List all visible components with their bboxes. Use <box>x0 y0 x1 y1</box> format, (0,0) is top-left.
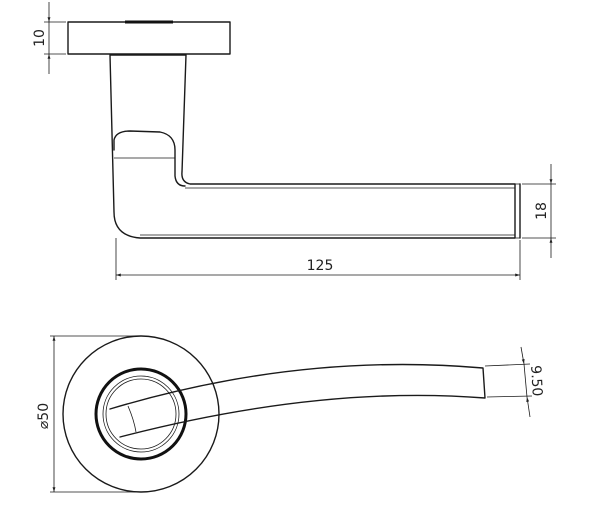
rose-plate <box>67 21 231 55</box>
rose-thickness-label: 10 <box>32 29 48 47</box>
dimension-10: 10 <box>32 2 66 74</box>
top-view: ⌀50 9.50 <box>36 335 545 493</box>
rose-inner-ring <box>94 367 188 461</box>
lever-hub-line <box>127 405 137 433</box>
lever-neck-curve <box>113 130 186 187</box>
lever-side-outline <box>109 54 516 239</box>
collar-ring-outer <box>102 375 180 453</box>
collar-ring-inner <box>105 378 177 450</box>
dimension-diameter-50: ⌀50 <box>36 335 141 493</box>
dimension-125: 125 <box>115 238 521 280</box>
dimension-18: 18 <box>522 164 556 258</box>
lever-tip-width-label: 9.50 <box>527 365 545 397</box>
lever-length-label: 125 <box>307 258 334 274</box>
lever-top-outline <box>109 363 486 438</box>
rose-diameter-label: ⌀50 <box>36 403 52 429</box>
dimension-9-50: 9.50 <box>484 346 545 418</box>
lever-height-label: 18 <box>534 202 550 220</box>
side-view: 10 18 125 <box>32 2 556 280</box>
rose-outer-circle <box>62 335 220 493</box>
